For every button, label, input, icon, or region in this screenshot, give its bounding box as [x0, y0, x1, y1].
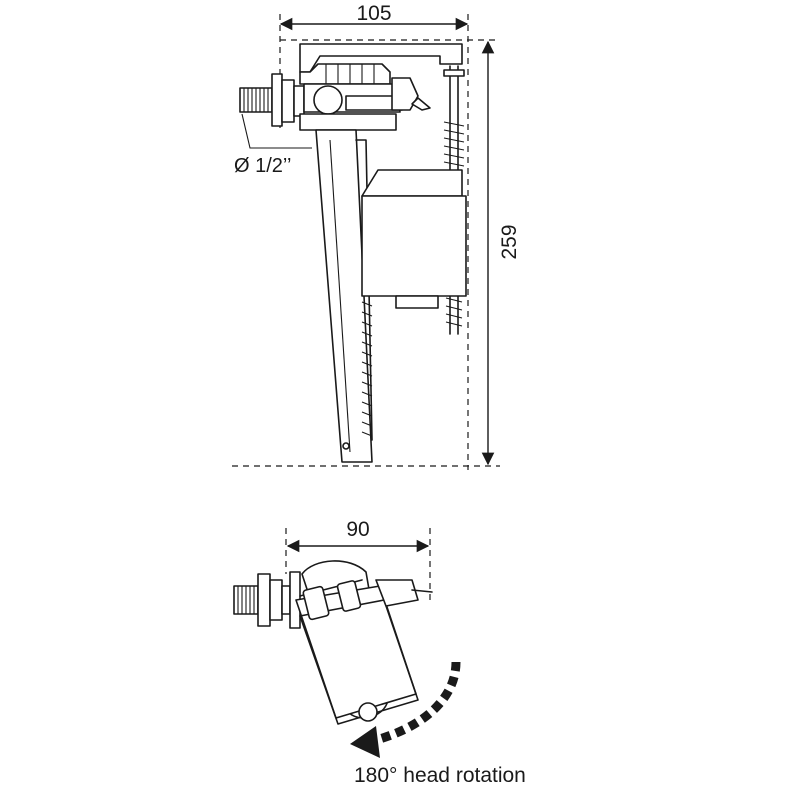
diameter-leader: [241, 113, 312, 149]
threaded-inlet-top: [233, 571, 301, 629]
pipe-diameter-label: Ø 1/2’’: [234, 155, 291, 177]
rotation-caption: 180° head rotation: [354, 764, 526, 787]
rotating-head: [295, 560, 433, 725]
float-cup: [361, 169, 467, 309]
top-width-label: 105: [356, 2, 391, 25]
threaded-inlet: [239, 73, 305, 127]
height-label: 259: [498, 224, 521, 259]
side-view: 105 259 Ø 1/2’’: [232, 2, 521, 470]
rotation-arrow: [350, 661, 461, 758]
valve-head: [299, 43, 463, 131]
valve-body-tube: [315, 129, 373, 463]
top-view: 90: [233, 518, 526, 787]
head-width-label: 90: [346, 518, 369, 541]
